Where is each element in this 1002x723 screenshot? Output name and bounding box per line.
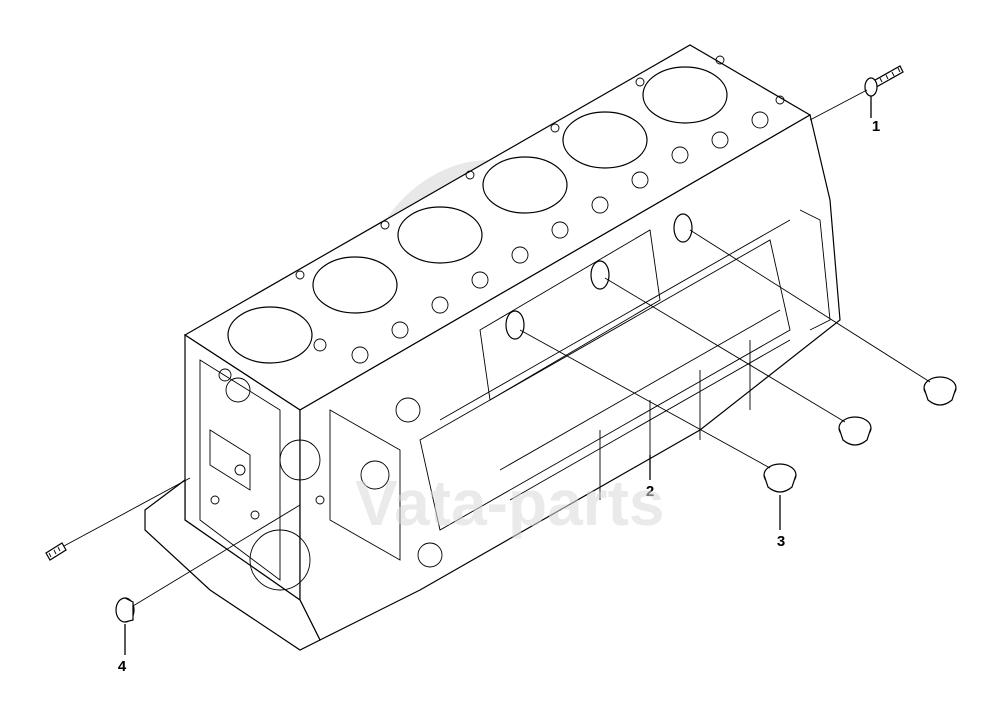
part-1-plug-screw	[864, 65, 904, 97]
callout-2: 2	[646, 483, 654, 500]
axis-line-stud	[63, 477, 191, 547]
axis-line-plug-b	[604, 277, 846, 423]
part-3-expansion-plugs	[763, 376, 957, 493]
axis-line-plug-c	[519, 329, 771, 469]
axis-line-plug-a	[689, 229, 931, 383]
callout-3: 3	[777, 533, 785, 550]
front-stud-bolt	[45, 542, 67, 561]
callout-1: 1	[872, 118, 880, 135]
side-core-plug-seats	[505, 213, 693, 340]
cylinder-bores	[227, 66, 728, 364]
part-4-plug	[115, 597, 135, 623]
watermark-text: Vata-parts	[355, 467, 664, 539]
engine-block	[144, 44, 841, 651]
callout-4: 4	[118, 658, 127, 675]
bolt-holes	[218, 55, 785, 382]
axis-line-4	[132, 504, 301, 607]
axis-line-1	[809, 89, 868, 121]
